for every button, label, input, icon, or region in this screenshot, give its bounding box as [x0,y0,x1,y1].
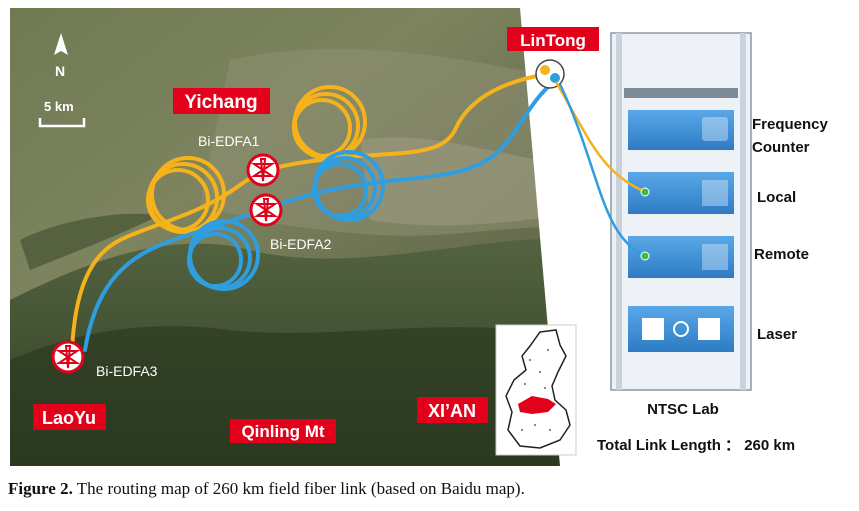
fiber-route-remote [83,78,558,352]
remote-cable [558,83,642,256]
frequency-counter-label-line2: Counter [752,139,810,156]
qinling-label: Qinling Mt [241,422,324,441]
edfa1-label: Bi-EDFA1 [198,133,260,149]
edfa2-amplifier-icon [249,193,283,227]
caption-prefix: Figure 2. [8,479,73,498]
edfa3-amplifier-icon [51,340,85,374]
scale-bar-icon [38,118,86,128]
qinling-label-bg [230,419,336,443]
laser-label: Laser [757,326,797,343]
lintong-node-icon [535,59,565,89]
edfa2-label: Bi-EDFA2 [270,236,332,252]
frequency-counter-label-line1: Frequency [752,116,829,133]
laoyu-label: LaoYu [42,408,96,428]
local-label: Local [757,189,796,206]
frequency-counter-panel [628,110,734,150]
caption-text: The routing map of 260 km field fiber li… [72,479,525,498]
lintong-label-bg [507,27,599,51]
satellite-map [10,8,620,466]
edfa3-label: Bi-EDFA3 [96,363,158,379]
north-label: N [55,63,65,79]
equipment-rack [610,32,752,391]
yichang-label-bg [173,88,270,114]
xian-label: XI’AN [428,401,476,421]
laoyu-label-bg [33,404,106,430]
lab-label: NTSC Lab [647,401,719,418]
province-inset-map [495,324,577,456]
edfa1-amplifier-icon [246,153,280,187]
remote-label: Remote [754,246,809,263]
total-length-label: Total Link Length ： 260 km [597,437,795,454]
xian-label-bg [417,397,488,423]
north-arrow-icon [54,33,68,55]
lintong-label: LinTong [520,31,586,50]
scale-label: 5 km [44,99,74,114]
figure-caption: Figure 2. The routing map of 260 km fiel… [8,479,853,499]
yichang-label: Yichang [184,92,257,113]
